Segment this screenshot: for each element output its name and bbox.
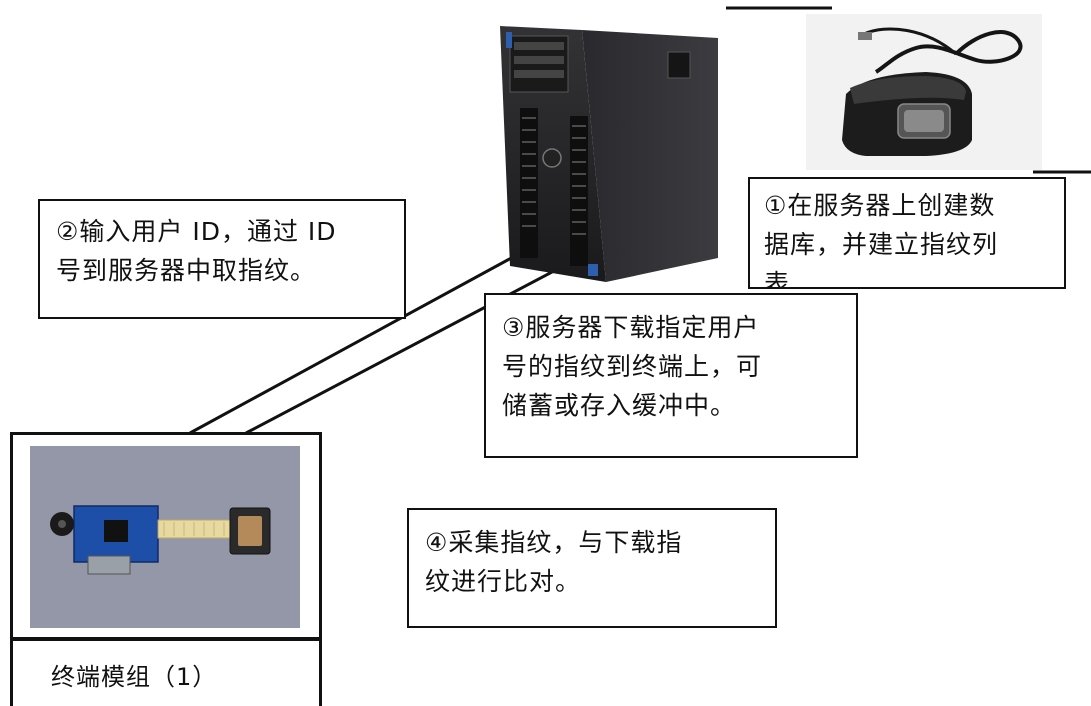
connector-line-module-to-server-1: [189, 236, 549, 435]
step1-line-1: ①在服务器上创建数: [764, 191, 996, 220]
terminal-module-label: 终端模组（1）: [51, 663, 218, 691]
step2-line-1: ②输入用户 ID，通过 ID: [56, 217, 337, 246]
step1-line-2: 据库，并建立指纹列: [764, 229, 999, 259]
fingerprint-module-board-image: [30, 446, 300, 628]
step1-callout: ①在服务器上创建数 据库，并建立指纹列 表: [748, 177, 1066, 289]
usb-reader-image: [806, 14, 1042, 170]
step3-line-2: 号的指纹到终端上，可: [502, 351, 763, 381]
step2-line-2: 号到服务器中取指纹。: [56, 255, 317, 285]
terminal-module-frame: [10, 432, 322, 640]
step3-line-3: 储蓄或存入缓冲中。: [502, 390, 737, 420]
step2-callout: ②输入用户 ID，通过 ID 号到服务器中取指纹。: [38, 199, 406, 319]
terminal-module-label-box: 终端模组（1）: [10, 638, 322, 706]
connector-line-module-to-server-2: [245, 250, 591, 435]
step1-line-3: 表: [764, 268, 791, 289]
step3-callout: ③服务器下载指定用户 号的指纹到终端上，可 储蓄或存入缓冲中。: [484, 293, 858, 458]
step4-line-2: 纹进行比对。: [425, 566, 582, 596]
step3-line-1: ③服务器下载指定用户: [502, 313, 760, 342]
server-tower-image: [500, 26, 718, 282]
step4-callout: ④采集指纹，与下载指 纹进行比对。: [407, 508, 777, 628]
step4-line-1: ④采集指纹，与下载指: [425, 528, 683, 557]
